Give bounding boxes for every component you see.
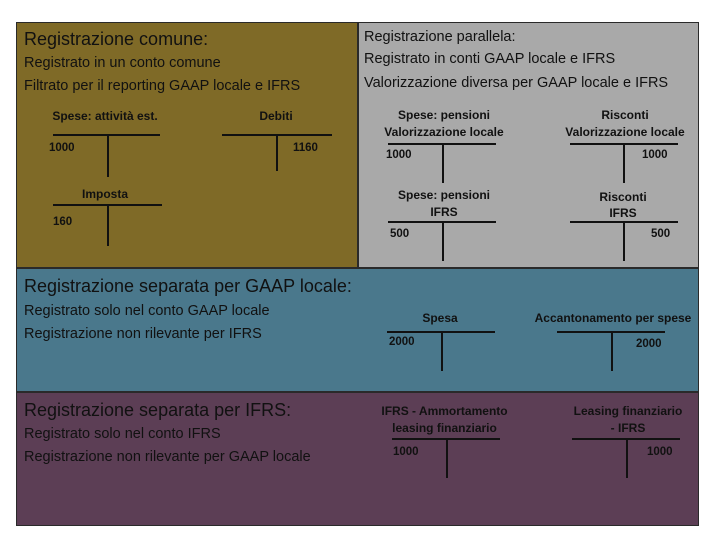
- ifrs-line-1: Registrato solo nel conto IFRS: [24, 426, 221, 442]
- t-account-divider: [611, 331, 613, 371]
- credit-amount: 1000: [642, 149, 668, 161]
- credit-amount: 1160: [293, 142, 318, 154]
- t-account-divider: [442, 143, 444, 183]
- debit-amount: 500: [390, 228, 410, 240]
- common-title: Registrazione comune:: [24, 29, 209, 49]
- parallel-posting-panel: [358, 22, 699, 268]
- account-label-line-2: IFRS: [430, 205, 458, 219]
- common-posting-panel: [16, 22, 358, 268]
- local-title: Registrazione separata per GAAP locale:: [24, 276, 352, 296]
- local-line-1: Registrato solo nel conto GAAP locale: [24, 303, 270, 319]
- ifrs-posting-panel: [16, 392, 699, 526]
- t-account-divider: [107, 134, 109, 177]
- account-label-line-2: Valorizzazione locale: [384, 125, 504, 139]
- t-account-divider: [623, 221, 625, 261]
- account-label-line-1: Spese: pensioni: [397, 188, 491, 202]
- t-account-divider: [442, 221, 444, 261]
- parallel-line-1: Registrato in conti GAAP locale e IFRS: [364, 51, 616, 67]
- t-account-divider: [107, 204, 109, 246]
- t-account-divider: [276, 134, 278, 171]
- t-account-divider: [446, 438, 448, 478]
- account-label: Accantonamento per spese: [534, 311, 692, 325]
- account-label: Spesa: [422, 311, 458, 325]
- account-label-line-1: Spese: pensioni: [397, 108, 491, 122]
- account-label: Imposta: [81, 187, 128, 201]
- ifrs-line-2: Registrazione non rilevante per GAAP loc…: [24, 449, 311, 465]
- debit-amount: 2000: [389, 336, 415, 348]
- common-line-1: Registrato in un conto comune: [24, 55, 221, 71]
- debit-amount: 1000: [49, 142, 75, 154]
- debit-amount: 1000: [386, 149, 412, 161]
- local-line-2: Registrazione non rilevante per IFRS: [24, 326, 262, 342]
- account-label-line-2: - IFRS: [610, 421, 646, 435]
- account-label: Debiti: [259, 109, 293, 123]
- t-account-divider: [623, 143, 625, 183]
- debit-amount: 160: [53, 216, 73, 228]
- account-label-line-2: IFRS: [609, 206, 637, 220]
- account-label-line-1: Risconti: [601, 108, 649, 122]
- local-gaap-posting-panel: [16, 268, 699, 392]
- debit-amount: 1000: [393, 446, 419, 458]
- parallel-line-2: Valorizzazione diversa per GAAP locale e…: [364, 75, 669, 91]
- credit-amount: 500: [651, 228, 671, 240]
- credit-amount: 2000: [636, 338, 662, 350]
- t-account-divider: [441, 331, 443, 371]
- account-label-line-2: leasing finanziario: [392, 421, 497, 435]
- account-label: Spese: attività est.: [52, 109, 158, 123]
- credit-amount: 1000: [647, 446, 673, 458]
- account-label-line-2: Valorizzazione locale: [565, 125, 685, 139]
- account-label-line-1: IFRS - Ammortamento: [381, 404, 508, 418]
- parallel-title: Registrazione parallela:: [364, 29, 516, 45]
- ifrs-title: Registrazione separata per IFRS:: [24, 400, 292, 420]
- t-account-divider: [626, 438, 628, 478]
- account-label-line-1: Leasing finanziario: [573, 404, 683, 418]
- common-line-2: Filtrato per il reporting GAAP locale e …: [24, 78, 301, 94]
- t-account-top-line: [53, 134, 160, 136]
- account-label-line-1: Risconti: [599, 190, 647, 204]
